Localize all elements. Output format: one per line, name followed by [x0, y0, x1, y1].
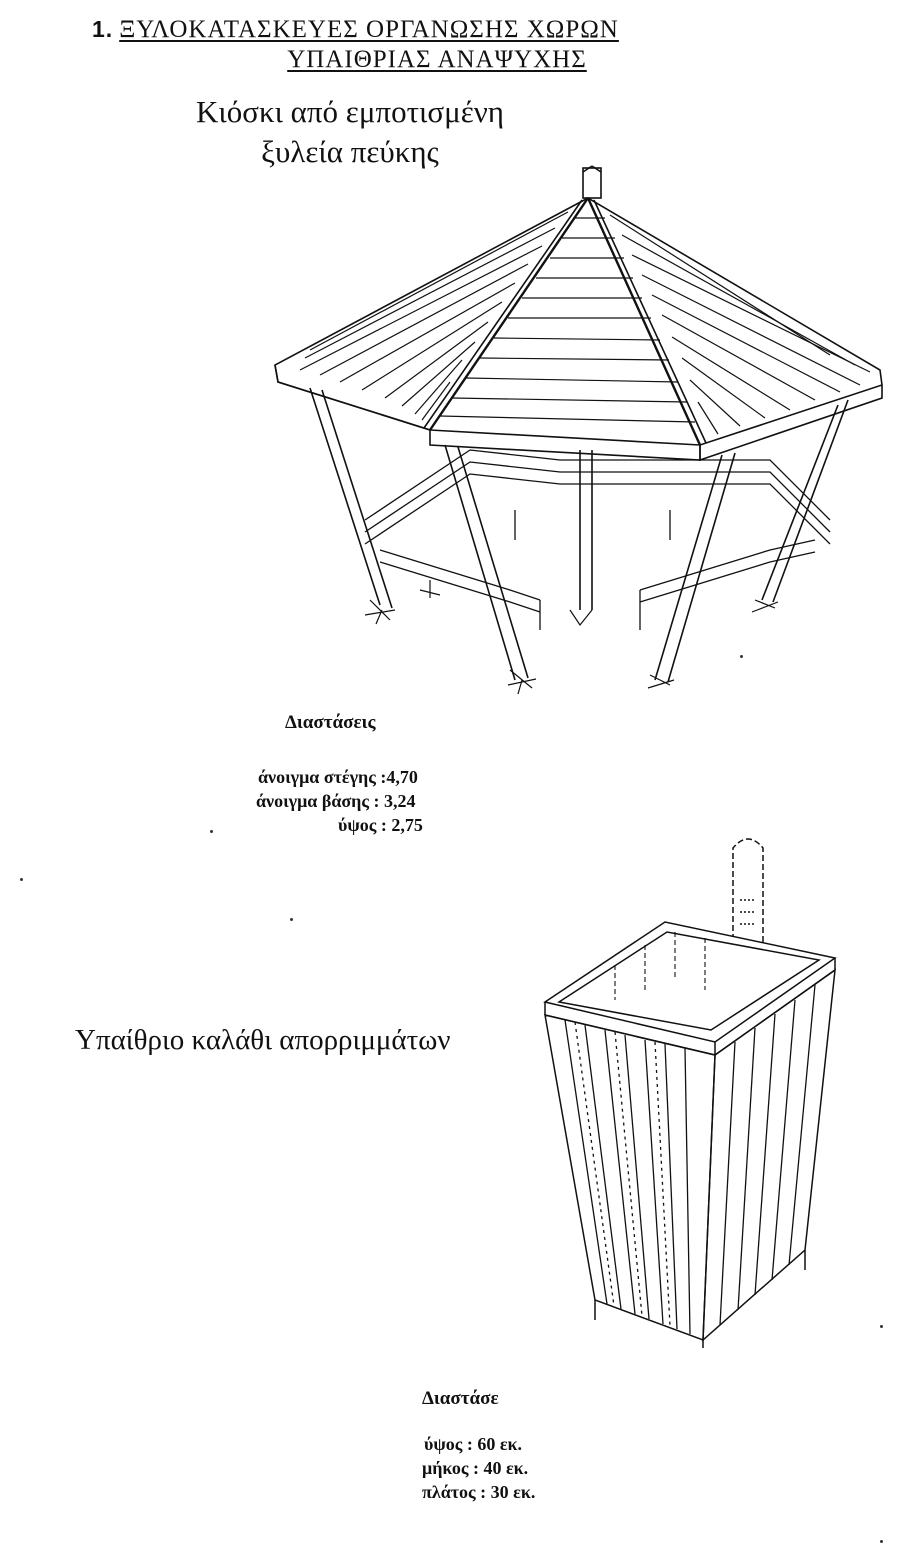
bin-title: Υπαίθριο καλάθι απορριμμάτων [75, 1024, 451, 1056]
scan-speck [20, 878, 23, 881]
bin-height: ύψος : 60 εκ. [424, 1434, 522, 1454]
kiosk-dimensions: άνοιγμα στέγης :4,70 άνοιγμα βάσης : 3,2… [240, 765, 440, 837]
section-heading-line1: ΞΥΛΟΚΑΤΑΣΚΕΥΕΣ ΟΡΓΑΝΩΣΗΣ ΧΩΡΩΝ [119, 16, 619, 43]
kiosk-drawing [274, 165, 883, 695]
bin-length: μήκος : 40 εκ. [422, 1458, 529, 1478]
scan-speck [880, 1325, 883, 1328]
bin-dimensions-heading: Διαστάσε [422, 1388, 499, 1409]
kiosk-height: ύψος : 2,75 [338, 815, 423, 835]
kiosk-roof-span: άνοιγμα στέγης :4,70 [258, 767, 418, 787]
kiosk-base-span: άνοιγμα βάσης : 3,24 [256, 791, 416, 811]
section-heading: 1.ΞΥΛΟΚΑΤΑΣΚΕΥΕΣ ΟΡΓΑΝΩΣΗΣ ΧΩΡΩΝ ΥΠΑΙΘΡΙ… [92, 14, 712, 75]
bin-dimensions: ύψος : 60 εκ. μήκος : 40 εκ. πλάτος : 30… [422, 1432, 622, 1504]
bin-width: πλάτος : 30 εκ. [422, 1482, 536, 1502]
scan-speck [290, 918, 293, 921]
scan-speck [210, 830, 213, 833]
kiosk-title-line2: ξυλεία πεύκης [261, 134, 439, 169]
section-heading-line2: ΥΠΑΙΘΡΙΑΣ ΑΝΑΨΥΧΗΣ [287, 46, 587, 73]
kiosk-title: Κιόσκι από εμποτισμένη ξυλεία πεύκης [150, 92, 550, 172]
kiosk-dimensions-heading: Διαστάσεις [285, 712, 376, 733]
kiosk-title-line1: Κιόσκι από εμποτισμένη [196, 94, 504, 129]
section-number: 1. [92, 16, 114, 42]
scan-speck [740, 655, 743, 658]
bin-drawing [543, 838, 837, 1348]
